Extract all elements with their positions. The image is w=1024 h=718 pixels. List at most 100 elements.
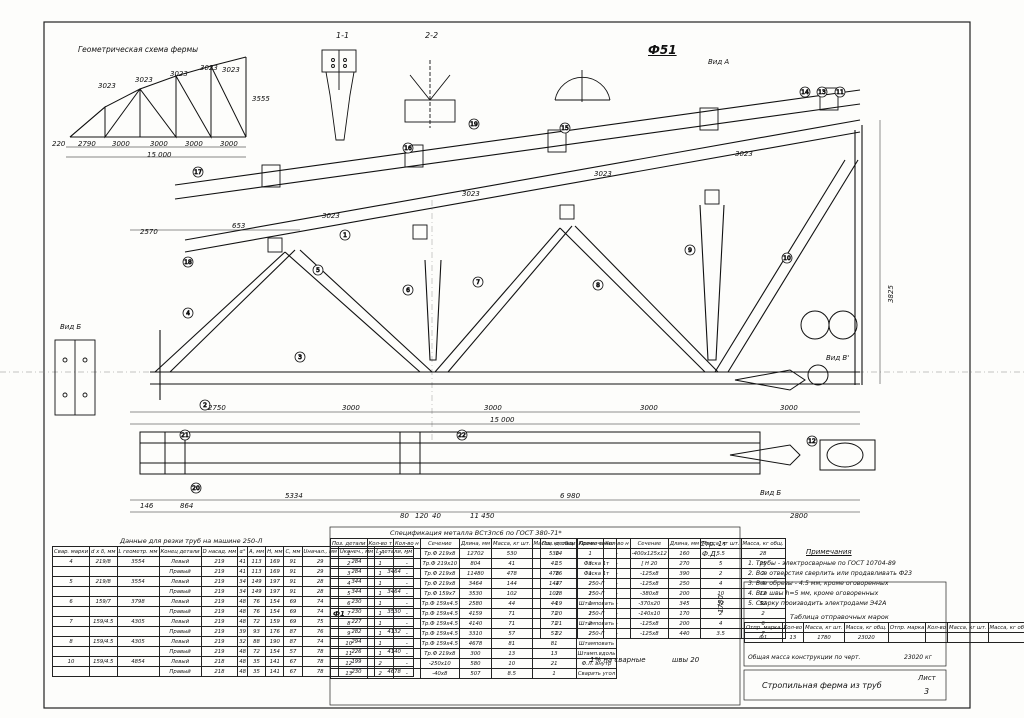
table-cell: 4305 [116,636,160,647]
table-cell: 87 [283,626,303,637]
callout-6: 6 [402,284,414,296]
table-cell: 93 [246,626,267,637]
table-cell: Левый [158,596,202,607]
table-cell: - [392,638,421,649]
table-cell: - [392,668,421,679]
table-cell: Левый [158,656,202,667]
table-cell: 3554 [116,556,160,567]
svg-text:3: 3 [298,354,302,361]
table-cell: 34 [237,576,248,587]
table-cell: 1 [576,588,604,599]
table-cell: Тр.Ф 159х4.5 [419,628,460,639]
th-qty-n-r: Кол-во н [602,538,631,549]
table-cell: 804 [458,558,493,569]
table-cell: 14 [540,548,578,559]
table-cell: 1 [576,598,604,609]
th-a: A, мм [246,546,267,557]
table-cell: 44 [491,598,533,609]
table-cell: 11 [330,648,368,659]
table-cell: Тр.Ф 159х4.5 [419,638,460,649]
table-cell [89,666,118,677]
callout-21: 21 [179,429,191,441]
th-h: H, мм [265,546,285,557]
table-cell: 1 [366,548,394,559]
table-cell: 1 [576,608,604,619]
table-cell: - [602,558,631,569]
table-cell: [ Н 20 [629,558,669,569]
sheet-title: Стропильная ферма из труб [762,681,882,690]
table-cell: - [392,598,421,609]
table-cell: 16 [540,568,578,579]
table-cell: 200 [667,588,701,599]
table-cell: 4305 [116,616,160,627]
th-qty-t-r: Кол-во т [576,538,604,549]
callout-10: 10 [781,252,793,264]
table-cell: 219 [200,636,239,647]
th-len: Длина, мм [458,538,493,549]
table-cell: 41 [237,556,248,567]
geom-top-dim-1: 3023 [98,82,116,90]
callout-12: 12 [806,435,818,447]
geom-bottom-dim-2: 3000 [112,140,130,148]
table-cell: 1 [330,548,368,559]
table-cell: 1 [366,628,394,639]
table-cell: - [392,568,421,579]
table-cell: 1 [366,598,394,609]
dim-lower-1: 146 [140,502,154,510]
th-qty-2: Кол-во [925,622,948,633]
marks-table-caption: Таблица отправочных марок [790,613,889,621]
table-cell: 3464 [458,578,493,589]
table-cell: 71 [491,618,533,629]
th-qty-1: Кол-во [781,622,805,633]
table-cell: 21 [531,658,577,669]
dim-top-chord-4: 3023 [735,150,753,158]
mass-tot-cell-2 [987,632,1024,643]
table-cell: 12702 [458,548,493,559]
truss-main [150,89,863,400]
section-1-1 [321,49,357,141]
table-cell: 1 [366,568,394,579]
table-cell: 12 [330,658,368,669]
table-cell: 154 [265,596,285,607]
table-cell: 300 [458,648,493,659]
table-cell: - [392,578,421,589]
callout-4: 4 [182,307,194,319]
dim-plate-3: 40 [432,512,441,520]
marks-footer-value: 23020 кг [904,654,932,661]
table-cell: 81 [531,638,577,649]
table-cell: 154 [265,646,285,657]
table-cell: 219 [200,616,239,627]
sheet-frame [43,21,971,709]
geom-bottom-dim-5: 3000 [220,140,238,148]
th-mass-tot-2: Масса, кг общ. [987,622,1024,633]
table-cell: 91 [283,566,303,577]
table-cell: 18 [540,588,578,599]
table-cell: 219 [200,586,239,597]
table-cell: 87 [283,636,303,647]
table-cell: 2 [576,578,604,589]
table-cell: 218 [200,666,239,677]
weld-note: 1% на сварные [590,656,646,664]
th-mark: Свар. марки [51,546,91,557]
drawing-code: Ф51 [648,43,677,57]
th-mass-total-r: Масса, кг общ. [740,538,786,549]
table-cell: 3530 [458,588,493,599]
table-cell: - [392,658,421,669]
geom-top-dim-4: 3023 [200,64,218,72]
table-cell: 72 [246,616,267,627]
dim-plate-1: 80 [400,512,409,520]
dim-lower-3: 5334 [285,492,303,500]
dim-span: 15 000 [490,416,515,424]
table-cell: 48 [237,646,248,657]
table-cell: 1 [576,568,604,579]
th-alpha: α° [237,546,248,557]
table-cell: -380х8 [629,588,669,599]
table-cell: 48 [237,666,248,677]
sheet-label: Лист [918,674,936,682]
table-cell: Правый [158,666,202,677]
table-cell: -370х20 [629,598,669,609]
